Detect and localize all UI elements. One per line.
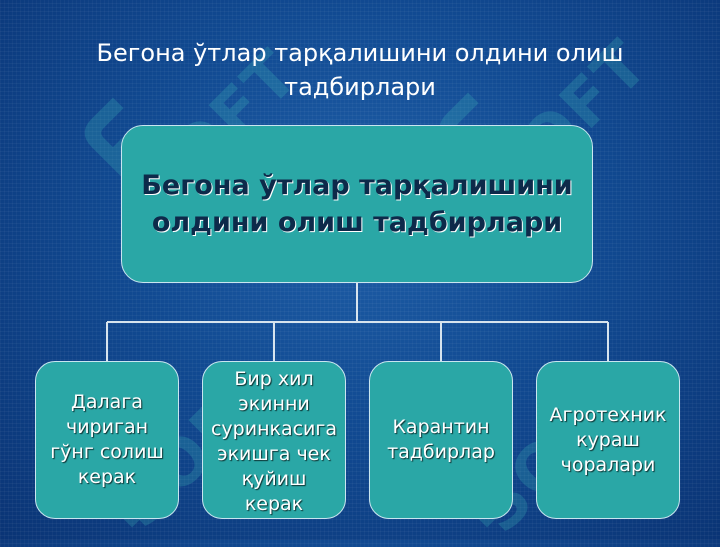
child-node-line: гўнг солиш xyxy=(50,441,164,463)
root-node: Бегона ўтлар тарқалишини олдини олиш тад… xyxy=(121,125,593,283)
child-node-text: Бир хил экинни суринкасига экишга чек қу… xyxy=(211,367,337,517)
child-node-line: экишга чек xyxy=(217,443,331,465)
child-node-line: тадбирлар xyxy=(387,441,495,463)
child-node-line: керак xyxy=(77,466,137,488)
child-node-agrotechnical: Агротехник кураш чоралари xyxy=(536,361,680,519)
child-node-line: кураш xyxy=(576,428,640,451)
slide-title: Бегона ўтлар тарқалишини олдини олиш тад… xyxy=(60,36,660,104)
child-node-line: Бир хил xyxy=(234,368,314,390)
root-node-line: олдини олиш тадбирлари xyxy=(151,207,563,238)
child-node-text: Агротехник кураш чоралари xyxy=(550,403,667,478)
child-node-line: керак xyxy=(244,493,304,515)
child-node-monoculture: Бир хил экинни суринкасига экишга чек қу… xyxy=(202,361,346,519)
child-node-text: Далага чириган гўнг солиш керак xyxy=(50,390,164,490)
child-node-line: Далага xyxy=(71,391,143,413)
child-node-line: Агротехник xyxy=(549,403,667,426)
slide-title-line: тадбирлари xyxy=(284,73,436,101)
child-node-line: экинни xyxy=(238,393,310,415)
child-node-text: Карантин тадбирлар xyxy=(387,415,495,465)
child-node-line: чириган xyxy=(65,416,149,438)
child-node-line: чоралари xyxy=(560,453,656,476)
child-node-line: қуйиш xyxy=(241,468,307,490)
child-node-fertilizer: Далага чириган гўнг солиш керак xyxy=(35,361,179,519)
root-node-text: Бегона ўтлар тарқалишини олдини олиш тад… xyxy=(141,167,572,241)
child-node-quarantine: Карантин тадбирлар xyxy=(369,361,513,519)
root-node-line: Бегона ўтлар тарқалишини xyxy=(141,170,573,201)
child-node-line: Карантин xyxy=(392,416,490,438)
slide-title-line: Бегона ўтлар тарқалишини олдини олиш xyxy=(96,39,624,67)
child-node-line: суринкасига xyxy=(210,418,338,440)
